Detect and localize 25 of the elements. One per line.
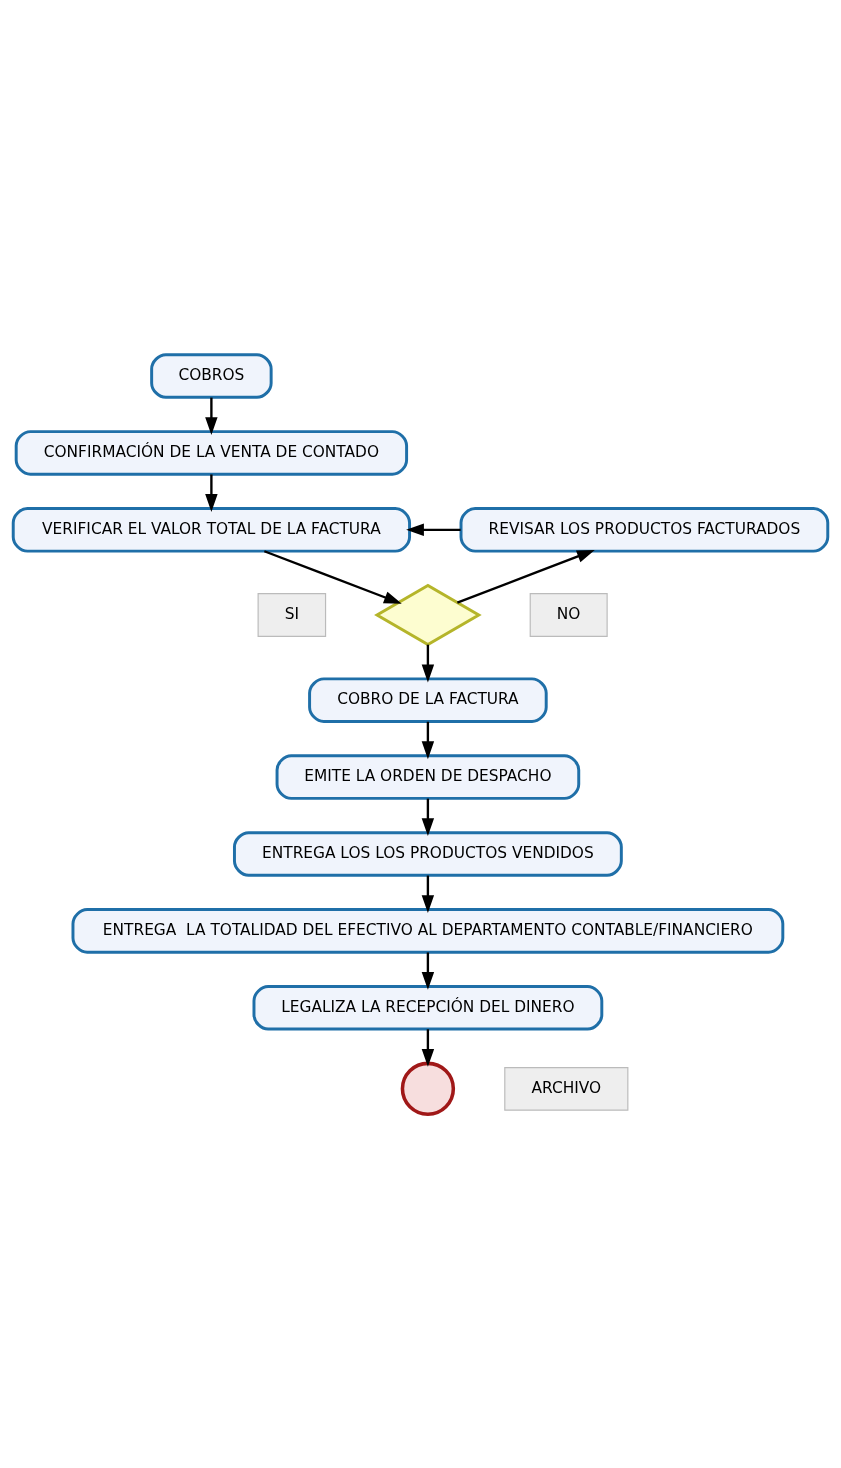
- arrow: [263, 549, 402, 604]
- arrow: [421, 644, 435, 682]
- node-box: ENTREGA LA TOTALIDAD DEL EFECTIVO AL DEPARTAMENTO CONTABLE/FINANCIERO: [71, 907, 785, 954]
- node-diamond: [374, 583, 482, 646]
- node-box: SI: [257, 592, 327, 637]
- arrow: [456, 549, 595, 604]
- node-box: ARCHIVO: [504, 1066, 629, 1111]
- arrow: [421, 721, 435, 759]
- node-box: COBRO DE LA FACTURA: [308, 676, 548, 723]
- node-box: NO: [529, 592, 608, 637]
- arrow: [421, 875, 435, 913]
- arrow: [421, 1028, 435, 1067]
- arrow: [406, 523, 461, 536]
- node-circle: [400, 1061, 456, 1116]
- node-box: EMITE LA ORDEN DE DESPACHO: [275, 753, 581, 800]
- arrow: [421, 798, 435, 836]
- node-box: VERIFICAR EL VALOR TOTAL DE LA FACTURA: [11, 506, 412, 553]
- node-box: COBROS: [150, 352, 273, 399]
- node-box: LEGALIZA LA RECEPCIÓN DEL DINERO: [252, 984, 604, 1031]
- node-box: ENTREGA LOS LOS PRODUCTOS VENDIDOS: [233, 830, 623, 877]
- node-box: CONFIRMACIÓN DE LA VENTA DE CONTADO: [14, 429, 409, 476]
- arrow: [205, 474, 218, 512]
- arrow: [205, 397, 218, 435]
- node-box: REVISAR LOS PRODUCTOS FACTURADOS: [459, 506, 830, 553]
- arrow: [421, 951, 435, 990]
